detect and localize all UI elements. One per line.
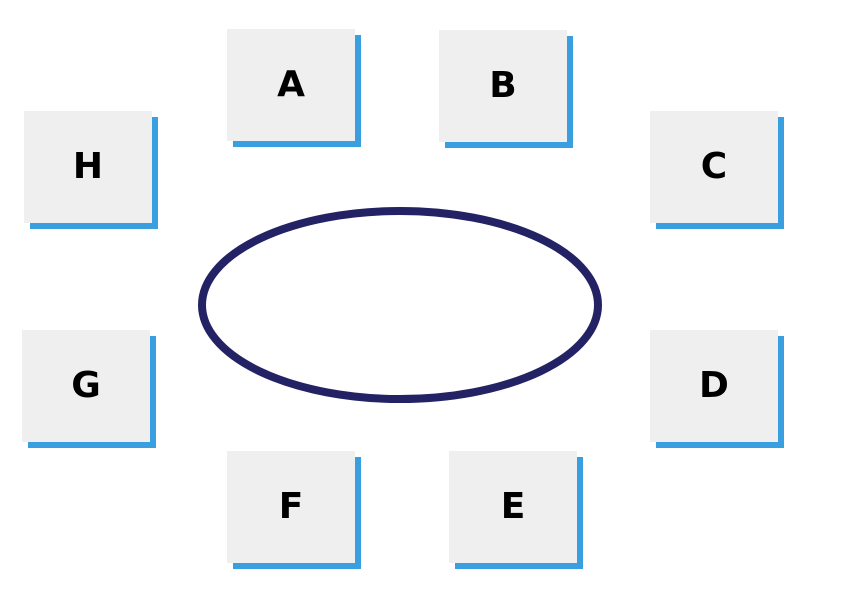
seat-g: G [22,330,150,442]
seat-c: C [650,111,778,223]
seat-a: A [227,29,355,141]
seat-e: E [449,451,577,563]
seat-b: B [439,30,567,142]
seat-h: H [24,111,152,223]
seat-label: F [278,486,304,527]
seat-label: G [71,365,101,406]
seat-d: D [650,330,778,442]
seat-label: A [277,64,305,105]
seat-label: C [700,146,728,187]
seat-label: H [72,146,104,187]
seat-label: B [489,65,517,106]
seat-f: F [227,451,355,563]
seat-label: D [699,365,729,406]
table-ellipse [198,207,602,403]
seat-label: E [500,486,526,527]
